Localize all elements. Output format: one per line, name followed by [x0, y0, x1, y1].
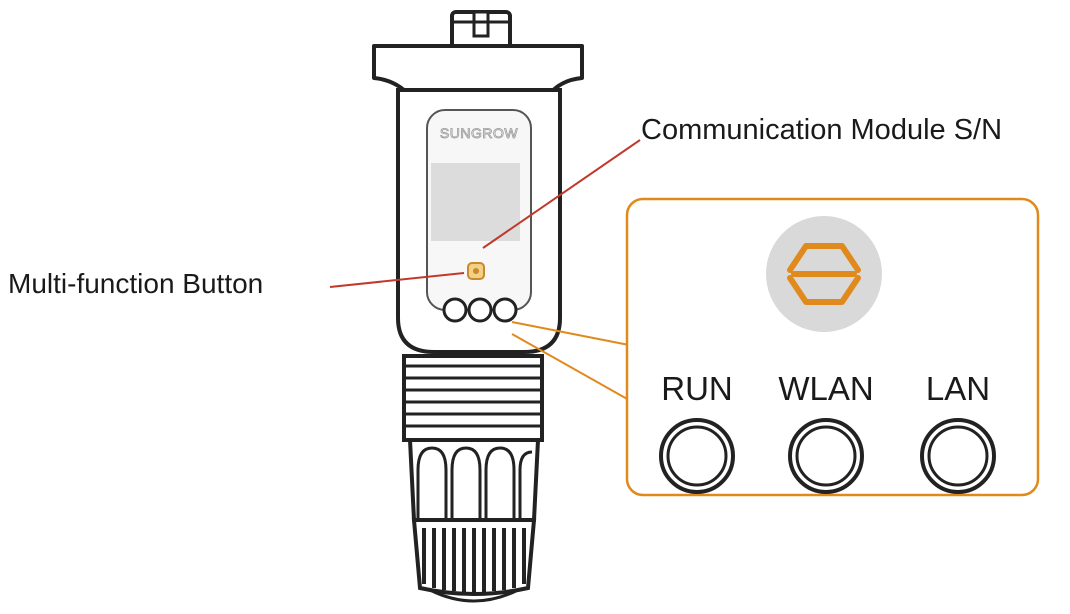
serial-label-sticker	[431, 163, 520, 241]
serial-number-callout: Communication Module S/N	[641, 114, 1003, 146]
led-label-lan: LAN	[925, 370, 991, 407]
zoom-line-top	[511, 321, 630, 346]
led-label-run: RUN	[661, 370, 733, 407]
device-brand-text: SUNGROW	[440, 125, 518, 141]
sn-leader-line	[482, 139, 641, 249]
led-lan	[920, 418, 996, 494]
hexagon-logo-icon	[766, 216, 882, 332]
cable-gland	[407, 438, 541, 603]
multi-function-button-callout: Multi-function Button	[8, 268, 264, 299]
led-label-wlan: WLAN	[778, 370, 874, 407]
zoom-line-bottom	[511, 333, 630, 401]
threaded-collar	[402, 354, 544, 442]
led-run	[659, 418, 735, 494]
device-indicator-row	[442, 297, 518, 323]
antenna-connector	[450, 10, 512, 52]
multi-function-button[interactable]	[467, 262, 485, 280]
led-wlan	[788, 418, 864, 494]
indicator-detail-panel	[625, 197, 1040, 497]
button-leader-line	[329, 272, 465, 288]
